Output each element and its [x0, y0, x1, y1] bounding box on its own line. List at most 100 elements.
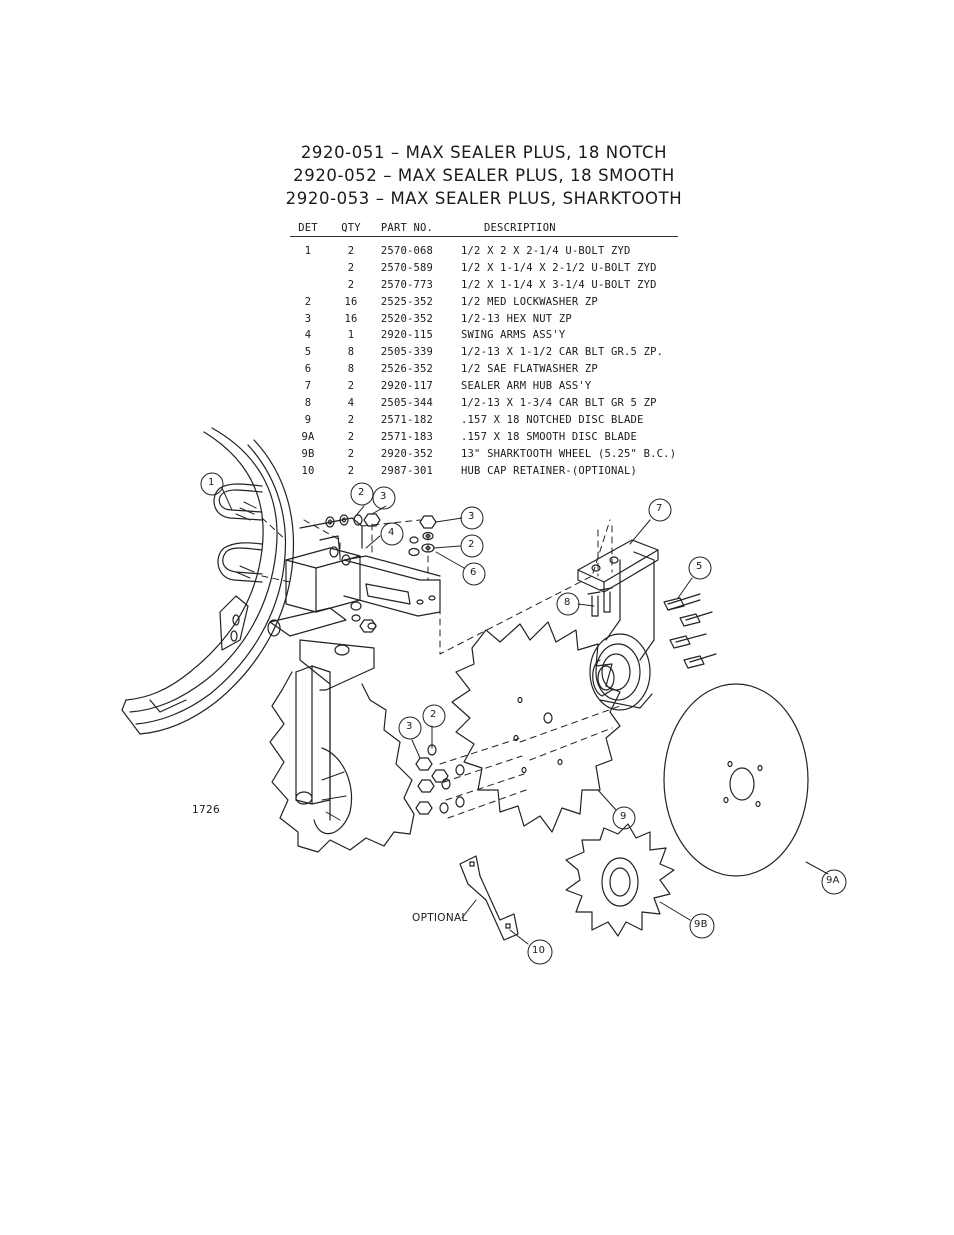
cell-description: SEALER ARM HUB ASS'Y: [461, 380, 592, 393]
callout-10-circle: [527, 939, 553, 965]
title-block: 2920-051 – MAX SEALER PLUS, 18 NOTCH 292…: [284, 141, 684, 210]
callout-5: 5: [696, 561, 703, 572]
cell-qty: 16: [344, 295, 358, 308]
callout-8-circle: [556, 592, 580, 616]
cell-qty: 16: [344, 312, 358, 325]
cell-det: 5: [304, 346, 312, 359]
callout-3-circle: [372, 486, 396, 510]
cell-det: 6: [304, 363, 312, 376]
cell-part-no: 2520-352: [380, 312, 434, 325]
callout-2c-circle: [422, 704, 446, 728]
callout-3b: 3: [468, 511, 475, 522]
cell-description: 1/2 X 1-1/4 X 2-1/2 U-BOLT ZYD: [461, 261, 657, 274]
callout-3c-circle: [398, 716, 422, 740]
shank: [121, 427, 295, 735]
callout-7: 7: [656, 503, 663, 514]
cell-description: 1/2 SAE FLATWASHER ZP: [461, 363, 598, 376]
cell-description: 1/2-13 X 1-1/2 CAR BLT GR.5 ZP.: [461, 346, 664, 359]
cell-part-no: 2505-344: [380, 397, 434, 410]
cell-part-no: 2920-115: [380, 329, 434, 342]
cell-qty: 8: [347, 363, 355, 376]
cell-description: .157 X 18 NOTCHED DISC BLADE: [461, 413, 644, 426]
title-line-1: 2920-051 – MAX SEALER PLUS, 18 NOTCH: [300, 143, 668, 162]
callout-2: 2: [358, 487, 365, 498]
notched-disc-left: [269, 671, 415, 853]
callout-9b-circle: [689, 913, 715, 939]
cell-det: 1: [304, 245, 312, 257]
u-bolts: [213, 483, 263, 583]
callout-10: 10: [532, 945, 546, 956]
leader-dashes: [261, 517, 621, 819]
callout-5-circle: [688, 556, 712, 580]
cell-part-no: 2987-301: [380, 464, 434, 477]
callout-2b-circle: [460, 534, 484, 558]
cell-part-no: 2571-183: [380, 430, 434, 443]
carriage-bolts: [587, 587, 717, 669]
cell-part-no: 2570-068: [380, 245, 434, 257]
cell-qty: 2: [347, 447, 355, 460]
hub-cap-retainer-10: [459, 855, 519, 941]
callout-1-circle: [200, 472, 224, 496]
header-description: DESCRIPTION: [484, 222, 556, 234]
parts-table: DET QTY PART NO. DESCRIPTION 1 2 2570-068 1…: [284, 219, 684, 479]
table-row: 2 2570-773 1/2 X 1-1/4 X 3-1/4 U-BOLT ZYD: [284, 277, 684, 294]
cell-qty: 4: [347, 397, 355, 410]
cell-description: 13" SHARKTOOTH WHEEL (5.25" B.C.): [461, 447, 677, 460]
title-line-3: 2920-053 – MAX SEALER PLUS, SHARKTOOTH: [285, 189, 683, 208]
callout-4-circle: [380, 522, 404, 546]
cell-det: 3: [304, 312, 312, 325]
callout-9: 9: [620, 811, 627, 822]
callout-3b-circle: [460, 506, 484, 530]
cell-description: 1/2 MED LOCKWASHER ZP: [461, 295, 598, 308]
callout-9b: 9B: [694, 919, 708, 930]
cell-det: 2: [304, 295, 312, 308]
sharktooth-wheel-9b: [565, 823, 675, 937]
callout-8: 8: [564, 597, 571, 608]
table-row: 5 8 2505-339 1/2-13 X 1-1/2 CAR BLT GR.5 ZP…: [284, 344, 684, 361]
cell-part-no: 2505-339: [380, 346, 434, 359]
drawing-ref-number: 1726: [192, 804, 220, 816]
callout-6-circle: [462, 562, 486, 586]
cell-det: 10: [301, 464, 315, 477]
parts-table-header: DET QTY PART NO. DESCRIPTION: [284, 219, 684, 237]
table-row: 3 16 2520-352 1/2-13 HEX NUT ZP: [284, 311, 684, 328]
header-det: DET: [298, 222, 318, 234]
cell-description: SWING ARMS ASS'Y: [461, 329, 566, 342]
notched-disc-9: [451, 621, 621, 833]
callout-3c: 3: [406, 721, 413, 732]
cell-det: 4: [304, 329, 312, 342]
cell-qty: 2: [347, 413, 355, 426]
cell-part-no: 2570-773: [380, 278, 434, 291]
header-rule: [290, 236, 678, 237]
callout-1: 1: [208, 477, 215, 488]
cell-part-no: 2920-117: [380, 380, 434, 393]
cell-description: .157 X 18 SMOOTH DISC BLADE: [461, 430, 638, 443]
cell-qty: 1: [347, 329, 355, 342]
callout-9-circle: [612, 806, 636, 830]
callout-3: 3: [380, 491, 387, 502]
cell-det: 9B: [301, 447, 315, 460]
smooth-disc-9a: [663, 683, 809, 877]
cell-qty: 2: [347, 380, 355, 393]
callout-balloons: [200, 472, 847, 965]
callout-9a-circle: [821, 869, 847, 895]
cell-qty: 2: [347, 278, 355, 291]
cell-qty: 2: [347, 261, 355, 274]
cell-description: 1/2-13 HEX NUT ZP: [461, 312, 572, 325]
cell-qty: 8: [347, 346, 355, 359]
optional-label: OPTIONAL: [412, 912, 468, 924]
callout-7-circle: [648, 498, 672, 522]
swing-arm-assembly: [267, 517, 441, 821]
cell-description: 1/2 X 1-1/4 X 3-1/4 U-BOLT ZYD: [461, 278, 657, 291]
title-line-2: 2920-052 – MAX SEALER PLUS, 18 SMOOTH: [293, 166, 675, 185]
hardware-lower: [415, 744, 465, 815]
